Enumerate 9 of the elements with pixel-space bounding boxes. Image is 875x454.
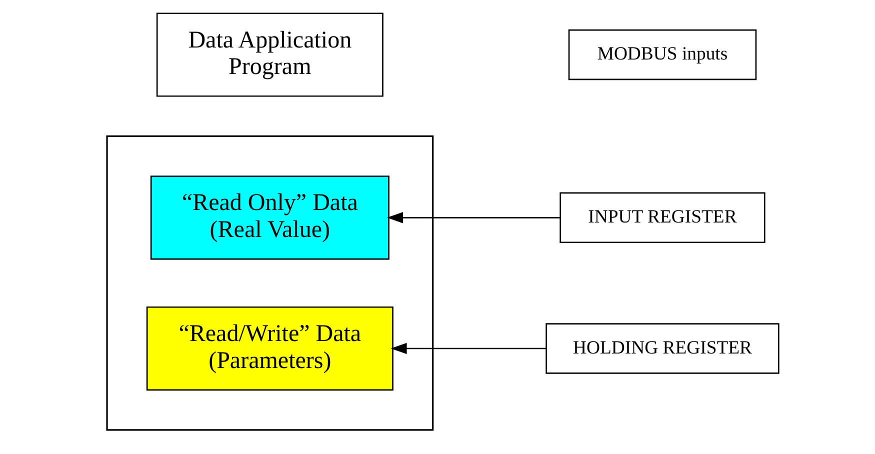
cluster [106, 135, 434, 431]
node-box: “Read/Write” Data (Parameters) [146, 306, 394, 391]
node-box: “Read Only” Data (Real Value) [150, 176, 390, 260]
node-box: HOLDING REGISTER [546, 323, 780, 374]
arrow [387, 212, 560, 224]
node-box: INPUT REGISTER [560, 192, 766, 244]
arrow [390, 342, 546, 354]
node-box: Data Application Program [156, 12, 384, 97]
node-box: MODBUS inputs [568, 29, 757, 80]
